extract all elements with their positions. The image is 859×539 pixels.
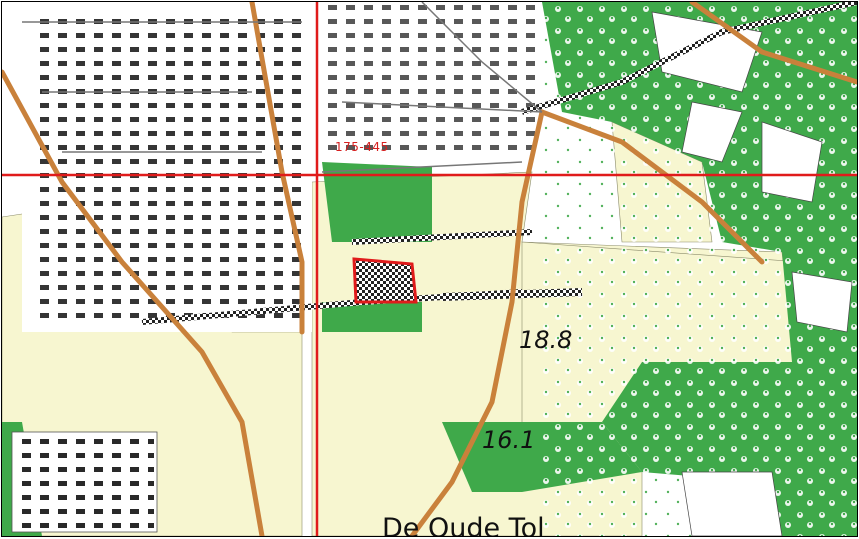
elevation-label: 18.8 [519,326,573,354]
highlighted-parcel [352,257,418,304]
place-name-label: De Oude Tol [382,513,545,537]
forest-tree-symbols [542,2,857,536]
elevation-label: 16.1 [482,426,536,454]
clearings [651,11,853,536]
residential-area-nw [22,2,542,332]
grid-reference-label: 175-445 [335,140,389,154]
streets [22,2,543,173]
